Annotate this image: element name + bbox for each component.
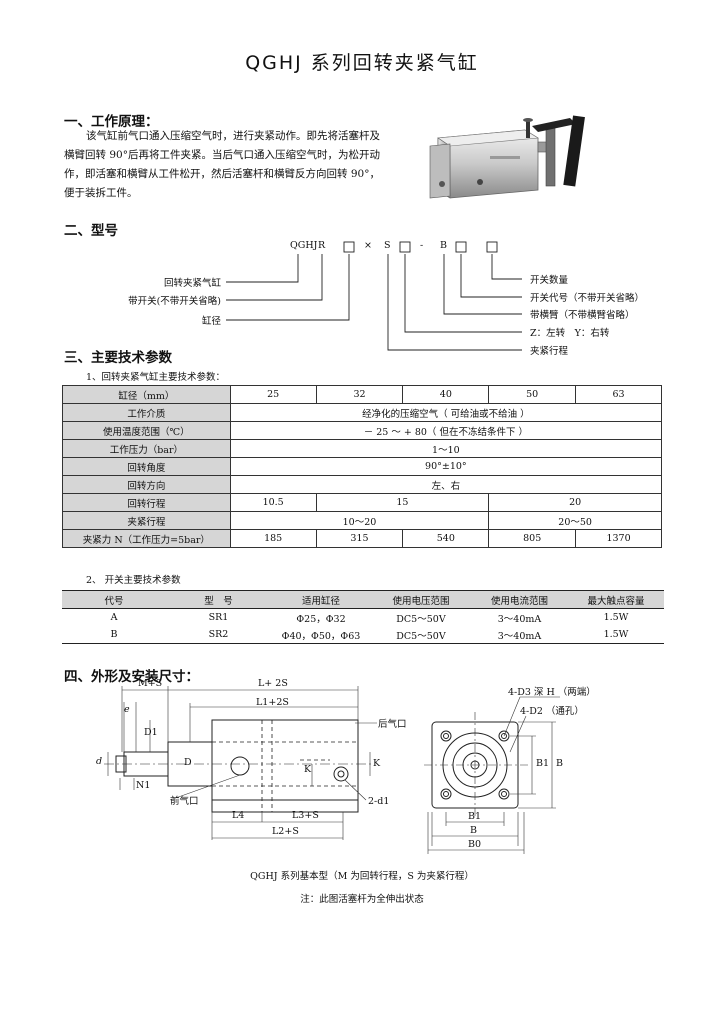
clamp-stroke-label: 夹紧行程 (62, 511, 231, 530)
dim-n1: N1 (136, 780, 151, 791)
end-view-drawing (424, 696, 560, 854)
dim-m-plus-s: M+S (138, 678, 163, 689)
dim-l-plus-2s: L+ 2S (258, 678, 288, 689)
dim-e: e (124, 704, 130, 715)
switch-cell: B (62, 626, 166, 644)
principle-line: 便于装拆工件。 (64, 187, 138, 199)
switch-cell: Φ25，Φ32 (296, 613, 346, 625)
table-row: 回转行程 10.5 15 20 (62, 493, 662, 512)
label-switch-code: 开关代号（不带开关省略） (530, 293, 645, 304)
dim-b-side: B (556, 758, 563, 769)
angle-label: 回转角度 (62, 457, 231, 476)
force-value: 315 (315, 529, 404, 548)
table-row: 工作压力（bar） 1～10 (62, 439, 663, 458)
label-bore: 缸径 (201, 316, 221, 327)
label-turn-direction: Z：左转 Y：右转 (530, 328, 610, 339)
force-label: 夹紧力 N（工作压力=5bar） (62, 529, 231, 548)
section-heading-model: 二、型号 (64, 223, 118, 239)
table2-caption: 2、 开关主要技术参数 (86, 575, 181, 586)
switch-cell: DC5～50V (396, 613, 446, 625)
model-code-s: S (384, 240, 391, 251)
section-heading-dimensions: 四、外形及安装尺寸： (64, 669, 199, 685)
note-d3-holes: 4-D3 深 H （两端） (508, 687, 596, 698)
label-front-port: 前气口 (170, 796, 199, 807)
table-row: 夹紧行程 10～20 20～50 (62, 511, 662, 530)
switch-cell: DC5～50V (371, 626, 471, 644)
section-heading-principle: 一、工作原理： (64, 114, 159, 130)
bore-header: 缸径（mm） (62, 385, 231, 404)
principle-text: 该气缸前气口通入压缩空气时，进行夹紧动作。即先将活塞杆及 横臂回转 90°后再将… (64, 127, 404, 203)
drawing-note: 注：此图活塞杆为全伸出状态 (300, 894, 424, 905)
switch-cell: SR1 (208, 612, 229, 623)
table-row: 夹紧力 N（工作压力=5bar） 185 315 540 805 1370 (62, 529, 662, 548)
table-header-row: 代号 型 号 适用缸径 使用电压范围 使用电流范围 最大触点容量 (62, 590, 664, 609)
temp-label: 使用温度范围（℃） (62, 421, 231, 440)
switch-cell: SR2 (166, 626, 271, 644)
direction-label: 回转方向 (62, 475, 231, 494)
dim-k-outer: K (373, 758, 381, 769)
switch-col-header: 型 号 (166, 590, 271, 609)
switch-cell: 3～40mA (497, 613, 542, 625)
switch-col-header: 使用电流范围 (471, 590, 568, 609)
force-value: 1370 (575, 529, 662, 548)
model-code-diagram (226, 241, 522, 351)
switch-col-header: 最大触点容量 (568, 590, 664, 609)
dim-b-bottom: B (470, 825, 477, 836)
switch-cell: 3～40mA (471, 626, 568, 644)
label-rear-port: 后气口 (378, 719, 407, 730)
label-with-switch: 带开关(不带开关省略) (128, 296, 221, 307)
table-row: 缸径（mm） 25 32 40 50 63 (62, 385, 662, 404)
dim-d-big: D (184, 757, 192, 768)
label-clamp-stroke: 夹紧行程 (530, 346, 569, 357)
dim-d: d (96, 756, 103, 767)
drawing-caption: QGHJ 系列基本型（M 为回转行程，S 为夹紧行程） (250, 871, 474, 882)
dim-d1: D1 (144, 727, 158, 738)
table-row: 回转方向 左、右 (62, 475, 663, 494)
principle-line: 横臂回转 90°后再将工件夹紧。当后气口通入压缩空气时，为松开动 (64, 149, 380, 161)
switch-cell: 1.5W (603, 612, 629, 623)
switch-table: 代号 型 号 适用缸径 使用电压范围 使用电流范围 最大触点容量 A SR1 Φ… (62, 590, 664, 644)
dim-b1-side: B1 (536, 758, 550, 769)
model-code-b: B (440, 240, 447, 251)
spec-table: 缸径（mm） 25 32 40 50 63 工作介质 经净化的压缩空气（ 可给油… (62, 385, 663, 548)
principle-line: 作，即活塞和横臂从工件松开，然后活塞杆和横臂反方向回转 90°， (64, 168, 380, 180)
dim-b1-bottom: B1 (468, 811, 482, 822)
section-heading-specs: 三、主要技术参数 (64, 350, 172, 366)
switch-col-header: 代号 (62, 590, 166, 609)
label-with-arm: 带横臂（不带横臂省略） (530, 310, 635, 321)
dim-b0: B0 (468, 839, 482, 850)
dim-l4: L4 (232, 810, 245, 821)
force-value: 185 (229, 529, 317, 548)
side-view-drawing (104, 686, 377, 840)
cylinder-photo (429, 115, 585, 199)
label-rotary-clamp-cylinder: 回转夹紧气缸 (163, 278, 221, 289)
switch-cell: A (110, 612, 118, 623)
dim-k-inner: K (304, 764, 312, 775)
switch-cell: Φ40，Φ50，Φ63 (271, 626, 371, 644)
page-title: QGHJ 系列回转夹紧气缸 (245, 52, 479, 74)
switch-col-header: 适用缸径 (271, 590, 371, 609)
principle-line: 该气缸前气口通入压缩空气时，进行夹紧动作。即先将活塞杆及 (86, 130, 380, 142)
label-switch-count: 开关数量 (530, 275, 569, 286)
model-code-dash: - (420, 240, 424, 251)
switch-cell: 1.5W (568, 626, 664, 644)
dim-l3-plus-s: L3+S (292, 810, 319, 821)
table-row: A SR1 Φ25，Φ32 DC5～50V 3～40mA 1.5W (62, 609, 664, 627)
model-code-r: R (318, 240, 326, 251)
table-row: 回转角度 90°±10° (62, 457, 663, 476)
switch-col-header: 使用电压范围 (371, 590, 471, 609)
table-row: B SR2 Φ40，Φ50，Φ63 DC5～50V 3～40mA 1.5W (62, 626, 664, 644)
dim-l1-plus-2s: L1+2S (256, 697, 289, 708)
note-d2-holes: 4-D2 （通孔） (520, 706, 584, 717)
table-row: 使用温度范围（℃） － 25 ～ + 80（ 但在不冻结条件下 ） (62, 421, 663, 440)
model-code-times: × (364, 240, 372, 251)
model-code-prefix: QGHJ (290, 240, 318, 251)
table1-caption: 1、回转夹紧气缸主要技术参数： (86, 372, 226, 383)
label-2-d1: 2-d1 (368, 796, 390, 807)
dim-l2-plus-s: L2+S (272, 826, 299, 837)
